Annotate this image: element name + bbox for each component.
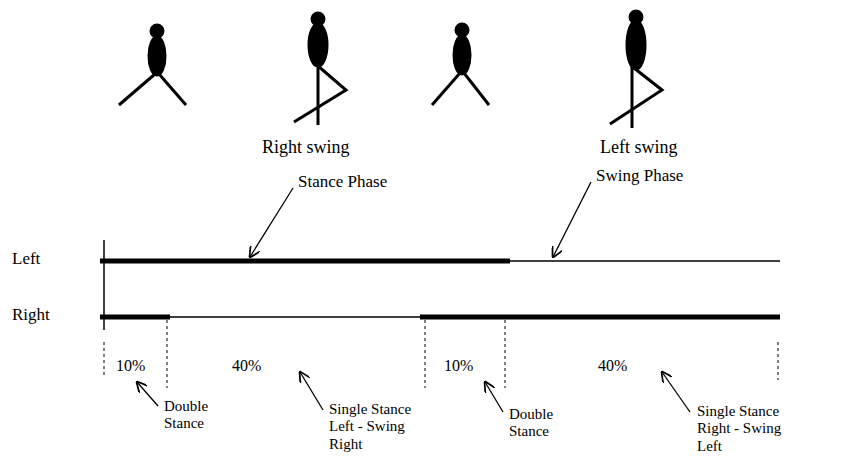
figure-leg	[159, 74, 186, 105]
figure-leg	[610, 68, 662, 124]
stance-bar	[100, 259, 510, 264]
figure-leg	[631, 67, 634, 128]
phase-label: Swing Phase	[596, 166, 683, 186]
percent-label: 40%	[232, 357, 261, 375]
swing-bar	[510, 260, 780, 262]
stick-figure	[432, 24, 489, 105]
percent-label: 10%	[116, 357, 145, 375]
stance-bar	[100, 315, 170, 320]
divider-line	[505, 320, 506, 388]
phase-caption: Right swing	[262, 137, 350, 158]
stance-bar	[420, 315, 780, 320]
figure-head	[456, 24, 468, 36]
figure-head	[151, 25, 163, 37]
figure-leg	[464, 73, 489, 105]
leader-arrow	[553, 182, 591, 257]
figure-leg	[119, 74, 155, 105]
figure-body	[309, 24, 327, 66]
phase-note: Single Stance Left - Swing Right	[329, 401, 435, 453]
phase-caption: Left swing	[600, 137, 677, 158]
phase-note: Single Stance Right - Swing Left	[697, 403, 803, 455]
phase-note: Double Stance	[509, 406, 571, 441]
stick-figure	[610, 11, 662, 128]
figure-body	[627, 21, 645, 69]
limb-label: Left	[12, 249, 40, 269]
leader-arrow	[250, 188, 293, 257]
leader-arrow	[485, 382, 503, 412]
divider-line	[167, 320, 168, 388]
leader-arrows	[137, 182, 690, 412]
limb-label: Right	[12, 305, 50, 325]
figure-leg	[432, 73, 460, 105]
figure-leg	[317, 64, 320, 125]
divider-line	[104, 342, 105, 378]
percent-label: 10%	[444, 357, 473, 375]
figure-leg	[294, 66, 346, 122]
leader-arrow	[662, 372, 690, 412]
leader-arrow	[300, 372, 323, 410]
divider-line	[425, 320, 426, 388]
stick-figure	[119, 25, 186, 105]
figure-body	[149, 37, 165, 75]
phase-label: Stance Phase	[298, 172, 387, 192]
phase-note: Double Stance	[164, 398, 226, 433]
divider-line	[778, 342, 779, 380]
swing-bar	[170, 316, 420, 318]
percent-label: 40%	[598, 357, 627, 375]
stick-figure	[294, 13, 346, 125]
figure-body	[454, 36, 470, 74]
phase-dividers	[104, 320, 778, 388]
leader-arrow	[137, 382, 158, 406]
